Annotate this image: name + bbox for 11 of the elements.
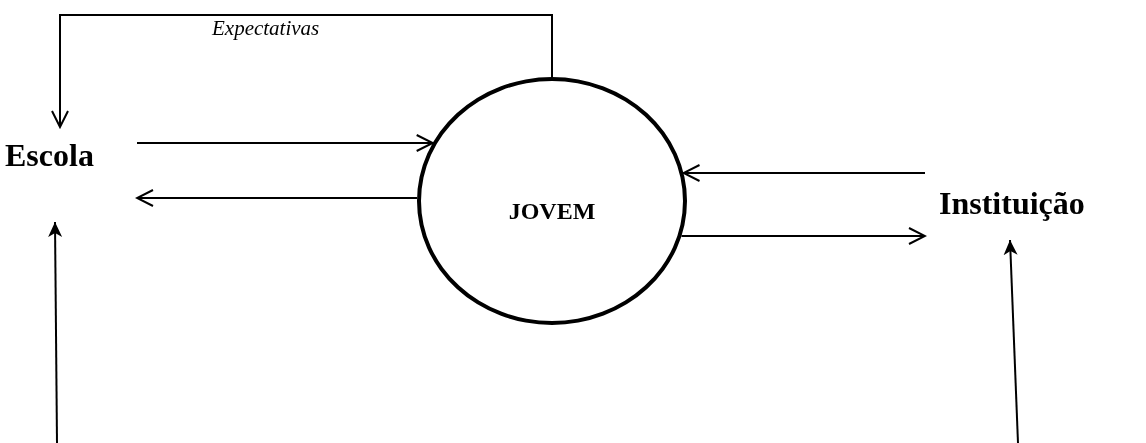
arrow <box>1003 239 1019 443</box>
arrow <box>51 14 553 128</box>
arrow <box>682 164 926 182</box>
arrow <box>680 227 926 245</box>
arrow <box>136 189 419 207</box>
node-label: Escola <box>5 139 95 171</box>
circle-label: JOVEM <box>507 199 597 223</box>
ellipse-node <box>417 77 687 325</box>
arrow <box>136 134 434 152</box>
arrow <box>48 221 63 443</box>
node-label: Instituição <box>938 187 1086 219</box>
